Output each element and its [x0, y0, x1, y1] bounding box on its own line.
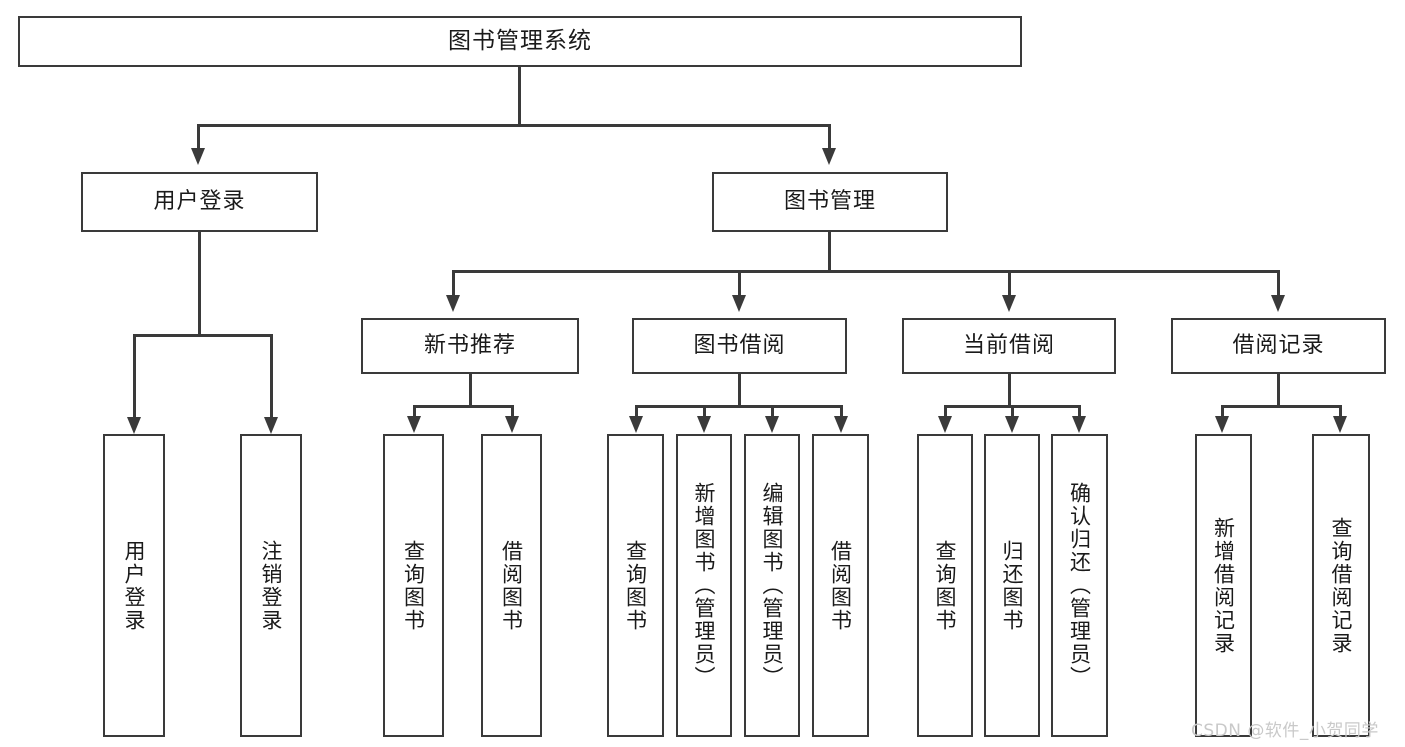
node-leaf-user-login[interactable]: 用户登录 [103, 434, 165, 737]
node-label: 确认归还（管理员） [1067, 482, 1092, 689]
edge-nbr-drop-2 [511, 405, 514, 425]
node-leaf-query-book-1[interactable]: 查询图书 [383, 434, 444, 737]
node-label: 查询图书 [623, 539, 648, 632]
node-book-manage[interactable]: 图书管理 [712, 172, 948, 232]
edge-root-to-user-login [197, 124, 200, 150]
node-borrow-record[interactable]: 借阅记录 [1171, 318, 1386, 374]
edge-user-login-drop-2 [270, 334, 273, 419]
edge-user-login-stem [198, 232, 201, 335]
edge-bb-drop-3 [771, 405, 774, 425]
node-label: 借阅记录 [1232, 333, 1325, 359]
arrow-bm-to-borrow-record [1271, 295, 1285, 312]
arrow-user-login-leaf-1 [127, 417, 141, 434]
node-leaf-query-book-3[interactable]: 查询图书 [917, 434, 973, 737]
node-leaf-borrow-book-1[interactable]: 借阅图书 [481, 434, 542, 737]
arrow-nbr-leaf-2 [505, 416, 519, 433]
edge-bb-drop-2 [703, 405, 706, 425]
node-leaf-user-logout[interactable]: 注销登录 [240, 434, 302, 737]
edge-root-to-book-manage [828, 124, 831, 150]
edge-bm-drop-1 [452, 270, 455, 297]
node-new-book-recommend[interactable]: 新书推荐 [361, 318, 579, 374]
arrow-root-to-book-manage [822, 148, 836, 165]
node-label: 查询图书 [933, 539, 958, 632]
edge-bb-bus [635, 405, 842, 408]
node-user-login[interactable]: 用户登录 [81, 172, 318, 232]
edge-br-stem [1277, 374, 1280, 407]
edge-cb-drop-2 [1011, 405, 1014, 425]
edge-br-bus [1221, 405, 1341, 408]
node-leaf-add-book[interactable]: 新增图书（管理员） [676, 434, 732, 737]
arrow-cb-leaf-1 [938, 416, 952, 433]
node-label: 查询借阅记录 [1329, 516, 1354, 655]
arrow-bm-to-current-borrow [1002, 295, 1016, 312]
node-leaf-return-book[interactable]: 归还图书 [984, 434, 1040, 737]
node-label: 注销登录 [259, 539, 284, 632]
edge-br-drop-2 [1339, 405, 1342, 425]
node-label: 新增借阅记录 [1211, 516, 1236, 655]
edge-bm-drop-3 [1008, 270, 1011, 297]
node-label: 用户登录 [153, 189, 246, 215]
edge-user-login-bus [133, 334, 272, 337]
node-leaf-confirm-return[interactable]: 确认归还（管理员） [1051, 434, 1108, 737]
edge-cb-drop-3 [1078, 405, 1081, 425]
edge-bm-drop-2 [738, 270, 741, 297]
node-label: 借阅图书 [828, 539, 853, 632]
arrow-bm-to-new-book-recommend [446, 295, 460, 312]
node-root-book-management-system[interactable]: 图书管理系统 [18, 16, 1022, 67]
arrow-root-to-user-login [191, 148, 205, 165]
edge-book-manage-bus [452, 270, 1279, 273]
node-label: 图书管理 [783, 189, 876, 215]
edge-nbr-bus [413, 405, 513, 408]
arrow-bb-leaf-2 [697, 416, 711, 433]
edge-root-bus [197, 124, 831, 127]
node-label: 归还图书 [1000, 539, 1025, 632]
edge-user-login-drop-1 [133, 334, 136, 419]
arrow-bm-to-book-borrow [732, 295, 746, 312]
edge-cb-stem [1008, 374, 1011, 407]
node-leaf-edit-book[interactable]: 编辑图书（管理员） [744, 434, 800, 737]
node-label: 图书管理系统 [448, 28, 592, 55]
edge-root-stem [518, 67, 521, 125]
node-leaf-add-record[interactable]: 新增借阅记录 [1195, 434, 1252, 737]
node-leaf-query-book-2[interactable]: 查询图书 [607, 434, 664, 737]
node-current-borrow[interactable]: 当前借阅 [902, 318, 1116, 374]
edge-br-drop-1 [1221, 405, 1224, 425]
arrow-br-leaf-2 [1333, 416, 1347, 433]
node-label: 新书推荐 [423, 333, 516, 359]
arrow-bb-leaf-4 [834, 416, 848, 433]
arrow-bb-leaf-1 [629, 416, 643, 433]
watermark-csdn: CSDN @软件_小贺同学 [1191, 721, 1379, 741]
arrow-user-login-leaf-2 [264, 417, 278, 434]
edge-bb-stem [738, 374, 741, 407]
arrow-cb-leaf-3 [1072, 416, 1086, 433]
edge-bm-drop-4 [1277, 270, 1280, 297]
node-leaf-query-record[interactable]: 查询借阅记录 [1312, 434, 1370, 737]
node-leaf-borrow-book-2[interactable]: 借阅图书 [812, 434, 869, 737]
node-label: 编辑图书（管理员） [760, 482, 785, 689]
arrow-bb-leaf-3 [765, 416, 779, 433]
edge-book-manage-stem [828, 232, 831, 272]
node-label: 借阅图书 [499, 539, 524, 632]
arrow-br-leaf-1 [1215, 416, 1229, 433]
node-label: 查询图书 [401, 539, 426, 632]
arrow-nbr-leaf-1 [407, 416, 421, 433]
edge-bb-drop-1 [635, 405, 638, 425]
edge-cb-drop-1 [944, 405, 947, 425]
arrow-cb-leaf-2 [1005, 416, 1019, 433]
node-label: 当前借阅 [962, 333, 1055, 359]
node-label: 图书借阅 [693, 333, 786, 359]
node-book-borrow[interactable]: 图书借阅 [632, 318, 847, 374]
node-label: 新增图书（管理员） [692, 482, 717, 689]
node-label: 用户登录 [122, 539, 147, 632]
edge-nbr-stem [469, 374, 472, 407]
edge-bb-drop-4 [840, 405, 843, 425]
edge-nbr-drop-1 [413, 405, 416, 425]
